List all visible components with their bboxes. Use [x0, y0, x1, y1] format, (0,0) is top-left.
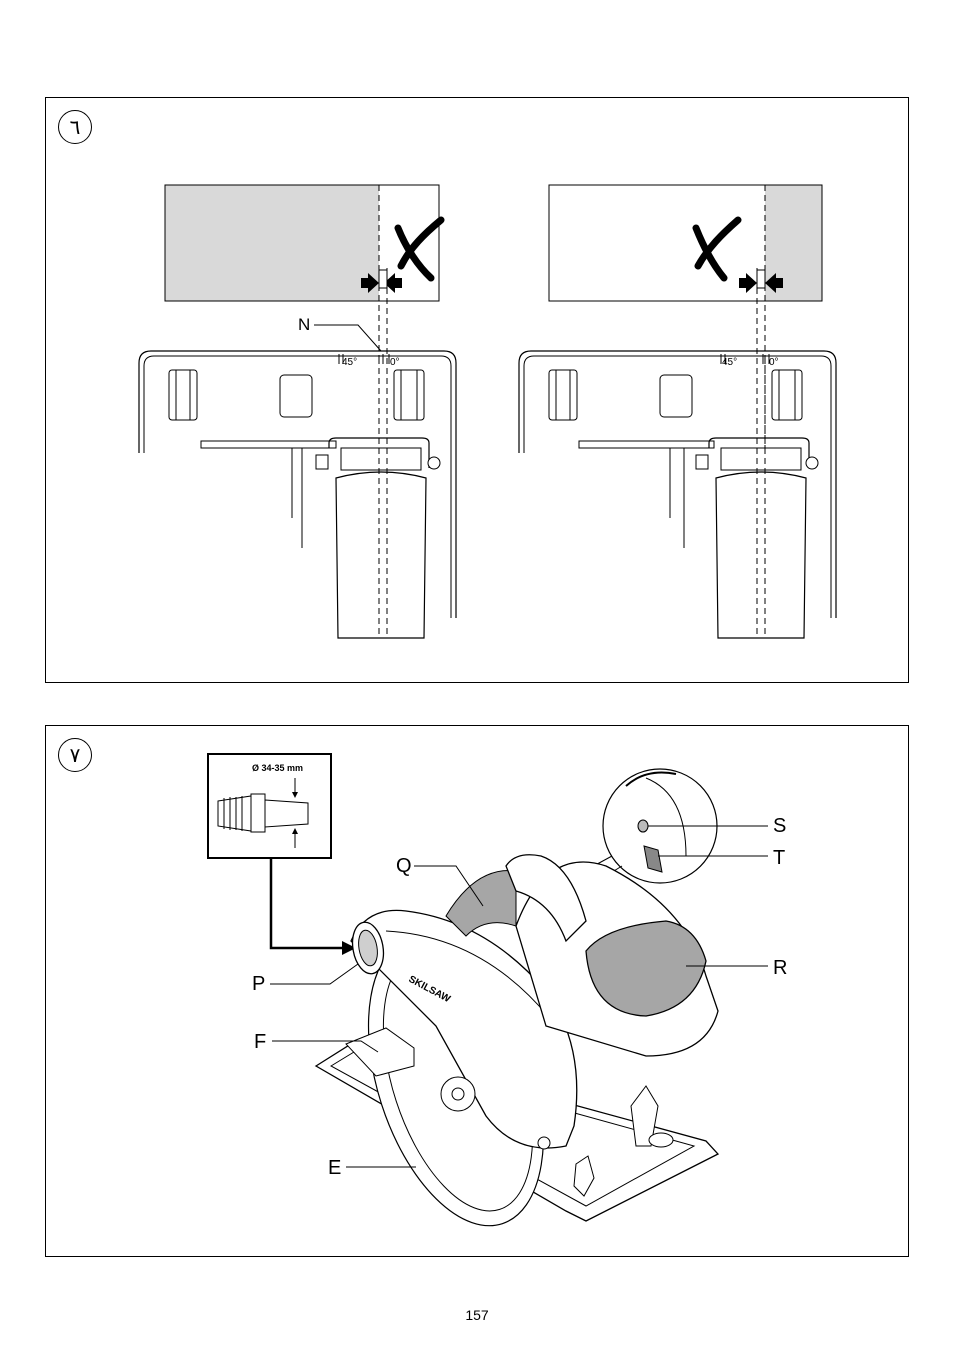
- label-n: N: [298, 315, 310, 334]
- hose-adapter-inset: Ø 34-35 mm: [208, 754, 331, 858]
- left-base-plate: 45° 0°: [139, 351, 456, 638]
- inset-connector-line: [271, 858, 342, 948]
- right-base-plate: 45° 0°: [519, 351, 836, 638]
- figure-7-panel: ٧ Ø 34-35 mm: [45, 725, 909, 1257]
- page-number: 157: [0, 1307, 954, 1323]
- label-p-leader: [270, 964, 358, 984]
- left-angle-45: 45°: [342, 357, 357, 368]
- figure-6-panel: ٦ N: [45, 97, 909, 683]
- label-n-leader: [314, 325, 381, 351]
- label-s: S: [773, 815, 786, 837]
- right-angle-45: 45°: [722, 357, 737, 368]
- label-e: E: [328, 1157, 341, 1179]
- label-t: T: [773, 847, 785, 869]
- label-r: R: [773, 957, 787, 979]
- label-q: Q: [396, 855, 412, 877]
- left-angle-0: 0°: [390, 357, 400, 368]
- label-f: F: [254, 1031, 266, 1053]
- label-p: P: [252, 973, 265, 995]
- figure-7-drawing: Ø 34-35 mm: [46, 726, 910, 1258]
- figure-6-drawing: N 45° 0°: [46, 98, 910, 684]
- hose-diameter-label: Ø 34-35 mm: [252, 763, 303, 773]
- right-angle-0: 0°: [769, 357, 779, 368]
